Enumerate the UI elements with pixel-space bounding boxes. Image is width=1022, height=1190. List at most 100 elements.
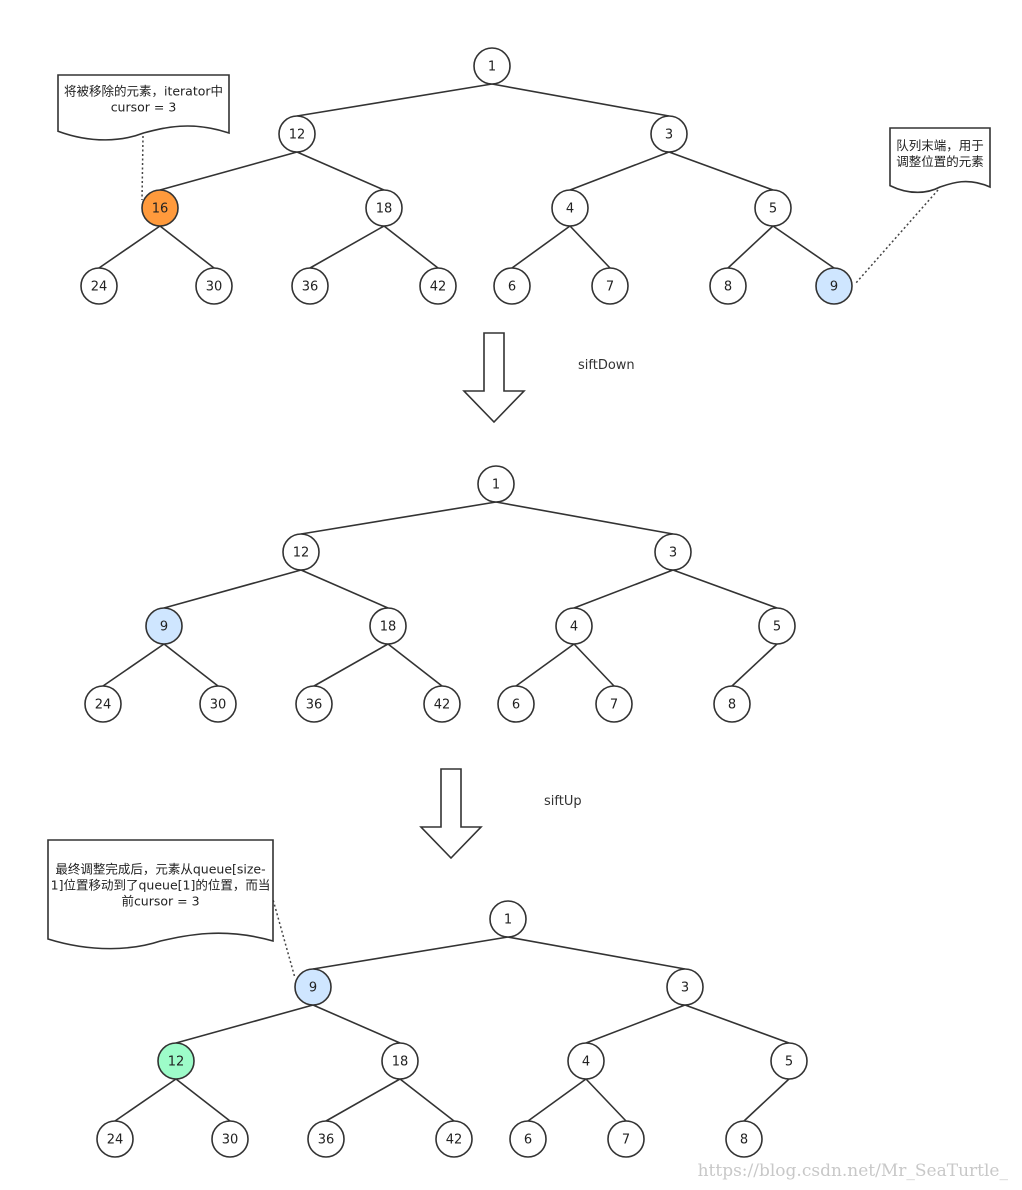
node-label: 1 bbox=[492, 478, 500, 493]
tree-edge bbox=[102, 643, 165, 687]
tree-edge bbox=[163, 643, 219, 687]
node-circle bbox=[770, 1042, 808, 1080]
node-circle bbox=[607, 1120, 645, 1158]
note-line: 1]位置移动到了queue[1]的位置，而当 bbox=[51, 878, 271, 893]
heap-node: 7 bbox=[595, 685, 633, 723]
node-circle bbox=[307, 1120, 345, 1158]
tree-edge bbox=[159, 151, 298, 191]
tree-edge bbox=[585, 1004, 686, 1044]
node-label: 5 bbox=[785, 1055, 793, 1070]
heap-node: 36 bbox=[307, 1120, 345, 1158]
step-arrow bbox=[419, 768, 483, 860]
node-circle bbox=[369, 607, 407, 645]
node-circle bbox=[80, 267, 118, 305]
tree-edge bbox=[573, 643, 615, 687]
node-circle bbox=[423, 685, 461, 723]
node-label: 36 bbox=[306, 698, 323, 713]
node-label: 42 bbox=[434, 698, 451, 713]
heap-node: 42 bbox=[419, 267, 457, 305]
node-label: 3 bbox=[681, 981, 689, 996]
tree-edge bbox=[175, 1078, 231, 1122]
node-label: 24 bbox=[107, 1133, 124, 1148]
step-arrow bbox=[462, 332, 526, 424]
tree-edge bbox=[515, 643, 575, 687]
node-circle bbox=[473, 47, 511, 85]
node-circle bbox=[815, 267, 853, 305]
node-circle bbox=[551, 189, 589, 227]
node-label: 18 bbox=[392, 1055, 409, 1070]
heap-node: 30 bbox=[195, 267, 233, 305]
node-circle bbox=[141, 189, 179, 227]
node-circle bbox=[654, 533, 692, 571]
tree-edge bbox=[399, 1078, 455, 1122]
heap-node: 4 bbox=[567, 1042, 605, 1080]
tree-edge bbox=[312, 1004, 401, 1044]
node-label: 4 bbox=[570, 620, 578, 635]
node-circle bbox=[381, 1042, 419, 1080]
heap-node: 8 bbox=[709, 267, 747, 305]
node-circle bbox=[145, 607, 183, 645]
tree-edge bbox=[175, 1004, 314, 1044]
node-circle bbox=[567, 1042, 605, 1080]
node-label: 7 bbox=[606, 280, 614, 295]
tree-edge bbox=[300, 569, 389, 609]
node-label: 8 bbox=[724, 280, 732, 295]
node-circle bbox=[294, 968, 332, 1006]
heap-node: 8 bbox=[725, 1120, 763, 1158]
note-line: 最终调整完成后，元素从queue[size- bbox=[55, 862, 265, 877]
node-label: 3 bbox=[665, 128, 673, 143]
tree-edge bbox=[387, 643, 443, 687]
heap-node: 36 bbox=[291, 267, 329, 305]
node-label: 4 bbox=[582, 1055, 590, 1070]
node-circle bbox=[211, 1120, 249, 1158]
node-circle bbox=[489, 900, 527, 938]
heap-node: 5 bbox=[758, 607, 796, 645]
node-label: 18 bbox=[380, 620, 397, 635]
node-circle bbox=[650, 115, 688, 153]
heap-node: 12 bbox=[278, 115, 316, 153]
heap-node: 6 bbox=[509, 1120, 547, 1158]
node-label: 5 bbox=[773, 620, 781, 635]
node-label: 12 bbox=[168, 1055, 185, 1070]
node-label: 30 bbox=[210, 698, 227, 713]
watermark: https://blog.csdn.net/Mr_SeaTurtle_ bbox=[698, 1161, 1009, 1181]
node-circle bbox=[555, 607, 593, 645]
callout-note: 最终调整完成后，元素从queue[size-1]位置移动到了queue[1]的位… bbox=[47, 839, 274, 950]
node-label: 3 bbox=[669, 546, 677, 561]
tree-edge bbox=[507, 936, 686, 970]
node-circle bbox=[278, 115, 316, 153]
tree-edge bbox=[296, 151, 385, 191]
node-label: 5 bbox=[769, 202, 777, 217]
heap-node-removed: 16 bbox=[141, 189, 179, 227]
tree-edge bbox=[772, 225, 835, 269]
heap-node: 18 bbox=[365, 189, 403, 227]
heap-node: 7 bbox=[607, 1120, 645, 1158]
node-circle bbox=[477, 465, 515, 503]
node-label: 1 bbox=[504, 913, 512, 928]
heap-node: 3 bbox=[666, 968, 704, 1006]
note-shape bbox=[889, 127, 991, 194]
tree-edge bbox=[727, 225, 774, 269]
node-label: 8 bbox=[728, 698, 736, 713]
note-line: 将被移除的元素，iterator中 bbox=[64, 84, 223, 99]
heap-node: 18 bbox=[369, 607, 407, 645]
node-label: 24 bbox=[95, 698, 112, 713]
note-connector bbox=[141, 135, 144, 201]
heap-node: 30 bbox=[211, 1120, 249, 1158]
down-arrow-icon bbox=[462, 332, 526, 424]
tree-edge bbox=[114, 1078, 177, 1122]
node-circle bbox=[497, 685, 535, 723]
node-label: 36 bbox=[302, 280, 319, 295]
node-circle bbox=[282, 533, 320, 571]
tree-edge bbox=[511, 225, 571, 269]
node-label: 6 bbox=[524, 1133, 532, 1148]
node-label: 30 bbox=[222, 1133, 239, 1148]
note-line: 前cursor = 3 bbox=[121, 894, 199, 909]
tree-edge bbox=[309, 225, 385, 269]
tree-edge bbox=[300, 501, 497, 535]
tree-edge bbox=[495, 501, 674, 535]
